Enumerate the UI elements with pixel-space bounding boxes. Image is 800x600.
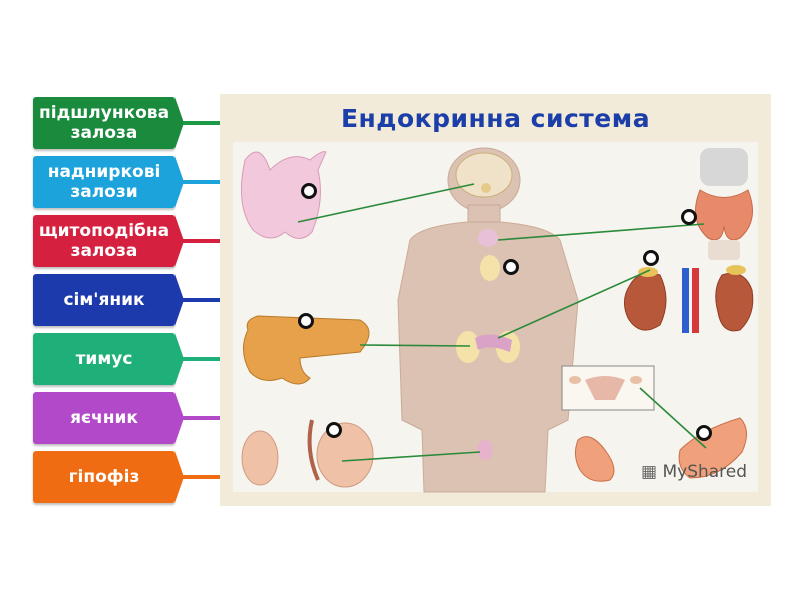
diagram-title-wrap: Ендокринна система	[220, 104, 771, 133]
label-tab	[175, 451, 184, 503]
kidney-left-shape	[624, 272, 667, 331]
thyroid-large-shape	[695, 189, 753, 241]
ovary-large-right	[678, 417, 747, 479]
small-thyroid-shape	[478, 229, 498, 247]
label-tab	[175, 333, 184, 385]
label-tab	[175, 156, 184, 208]
uterus-shape	[585, 376, 625, 400]
label-tab	[175, 97, 184, 149]
watermark-text: MyShared	[662, 462, 748, 482]
pituitary-shape	[481, 183, 491, 193]
adrenal-right-shape	[726, 265, 746, 275]
drop-target-thymus[interactable]	[503, 259, 519, 275]
drop-target-ovary[interactable]	[696, 425, 712, 441]
label-thyroid-text: щитоподібна залоза	[38, 221, 170, 261]
connector-stem	[183, 298, 229, 302]
line-testis	[341, 451, 481, 462]
label-adrenal-text: надниркові залози	[47, 162, 161, 202]
ovary-large-left	[574, 436, 615, 482]
drop-target-thyroid[interactable]	[681, 209, 697, 225]
drop-target-pancreas[interactable]	[298, 313, 314, 329]
label-thymus-text: тимус	[75, 349, 133, 369]
pancreas-large-shape	[243, 315, 370, 385]
body-silhouette	[397, 147, 579, 493]
small-testes-shape	[477, 440, 493, 460]
label-row-testis[interactable]: сім'яник	[33, 274, 242, 326]
watermark-icon: ▦	[641, 462, 663, 482]
adrenal-left-shape	[638, 267, 658, 277]
testis-left-shape	[241, 430, 279, 486]
label-row-pancreas[interactable]: підшлункова залоза	[33, 97, 242, 149]
testis-right-shape	[316, 422, 374, 488]
connector-stem	[183, 239, 229, 243]
small-thymus-shape	[480, 255, 500, 281]
drop-target-pituitary[interactable]	[301, 183, 317, 199]
line-pancreas	[359, 344, 471, 347]
connector-stem	[183, 180, 229, 184]
line-pituitary	[297, 183, 475, 223]
line-thyroid	[497, 223, 705, 241]
connector-stem	[183, 121, 229, 125]
label-thyroid[interactable]: щитоподібна залоза	[33, 215, 175, 267]
ovary-small-right	[630, 376, 642, 384]
vein-shape	[682, 268, 689, 333]
label-row-adrenal[interactable]: надниркові залози	[33, 156, 242, 208]
connector-stem	[183, 475, 229, 479]
small-kidney-left	[456, 331, 480, 363]
label-adrenal[interactable]: надниркові залози	[33, 156, 175, 208]
small-pancreas-shape	[475, 334, 512, 352]
brain-shape	[455, 152, 513, 198]
label-thymus[interactable]: тимус	[33, 333, 175, 385]
watermark: ▦ MyShared	[641, 462, 747, 482]
label-testis[interactable]: сім'яник	[33, 274, 175, 326]
label-testis-text: сім'яник	[63, 290, 145, 310]
label-tab	[175, 274, 184, 326]
label-pancreas-text: підшлункова залоза	[38, 103, 170, 143]
label-ovary[interactable]: яєчник	[33, 392, 175, 444]
label-pituitary-text: гіпофіз	[68, 467, 140, 487]
kidney-right-shape	[715, 272, 754, 332]
label-tab	[175, 392, 184, 444]
connector-stem	[183, 357, 229, 361]
spermatic-cord-shape	[307, 419, 320, 481]
connector-stem	[183, 416, 229, 420]
line-adrenal	[497, 269, 651, 339]
connector-lines	[297, 183, 707, 462]
label-row-pituitary[interactable]: гіпофіз	[33, 451, 242, 503]
larynx-shape	[700, 148, 748, 186]
aorta-shape	[692, 268, 699, 333]
drop-target-testis[interactable]	[326, 422, 342, 438]
diagram-title: Ендокринна система	[340, 104, 651, 133]
label-ovary-text: яєчник	[70, 408, 138, 428]
label-pituitary[interactable]: гіпофіз	[33, 451, 175, 503]
ovary-small-left	[569, 376, 581, 384]
trachea-shape	[708, 240, 740, 260]
label-pancreas[interactable]: підшлункова залоза	[33, 97, 175, 149]
label-tab	[175, 215, 184, 267]
pituitary-large-shape	[240, 151, 327, 239]
line-ovary	[639, 387, 707, 449]
drop-target-adrenal[interactable]	[643, 250, 659, 266]
